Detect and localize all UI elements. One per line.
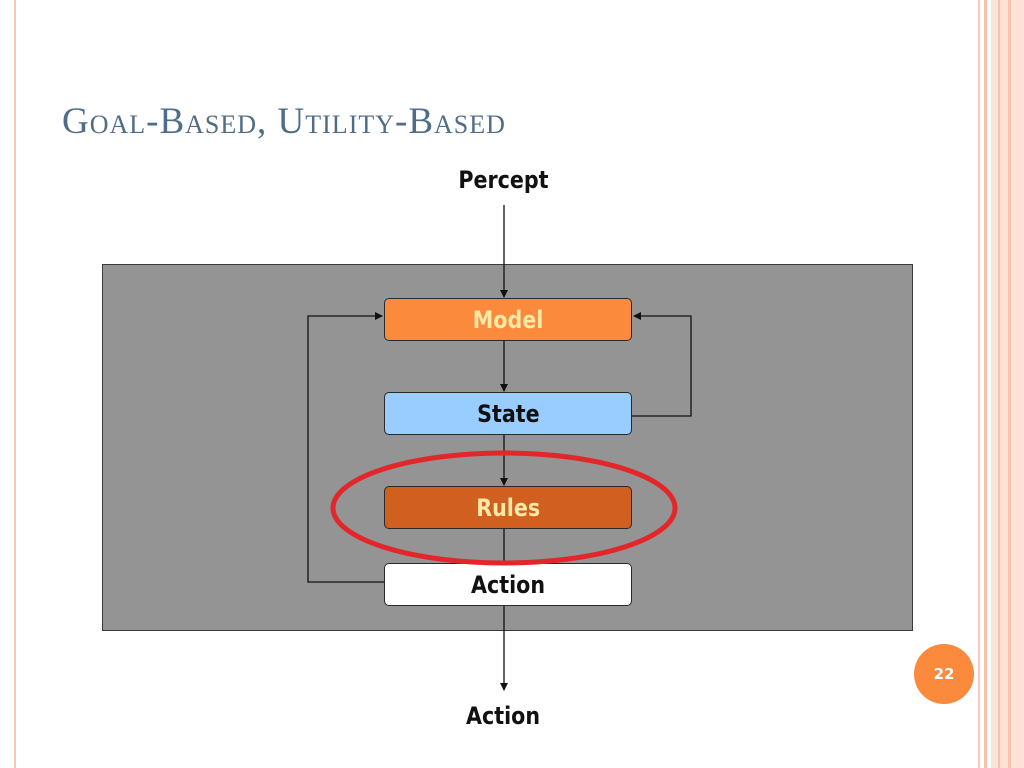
right-stripe-decoration — [984, 0, 987, 768]
model-node: Model — [384, 298, 632, 341]
slide-title: Goal-Based, Utility-Based — [62, 101, 506, 142]
action-node: Action — [384, 563, 632, 606]
right-stripe-decoration — [1008, 0, 1011, 768]
right-stripe-decoration — [978, 0, 980, 768]
state-node: State — [384, 392, 632, 435]
action-output-label: Action — [465, 702, 541, 730]
page-number-badge: 22 — [914, 644, 974, 704]
right-stripe-decoration — [991, 0, 1024, 768]
percept-label: Percept — [457, 166, 549, 194]
rules-node: Rules — [384, 486, 632, 529]
right-stripe-decoration — [998, 0, 1000, 768]
left-border-decoration — [14, 0, 16, 768]
